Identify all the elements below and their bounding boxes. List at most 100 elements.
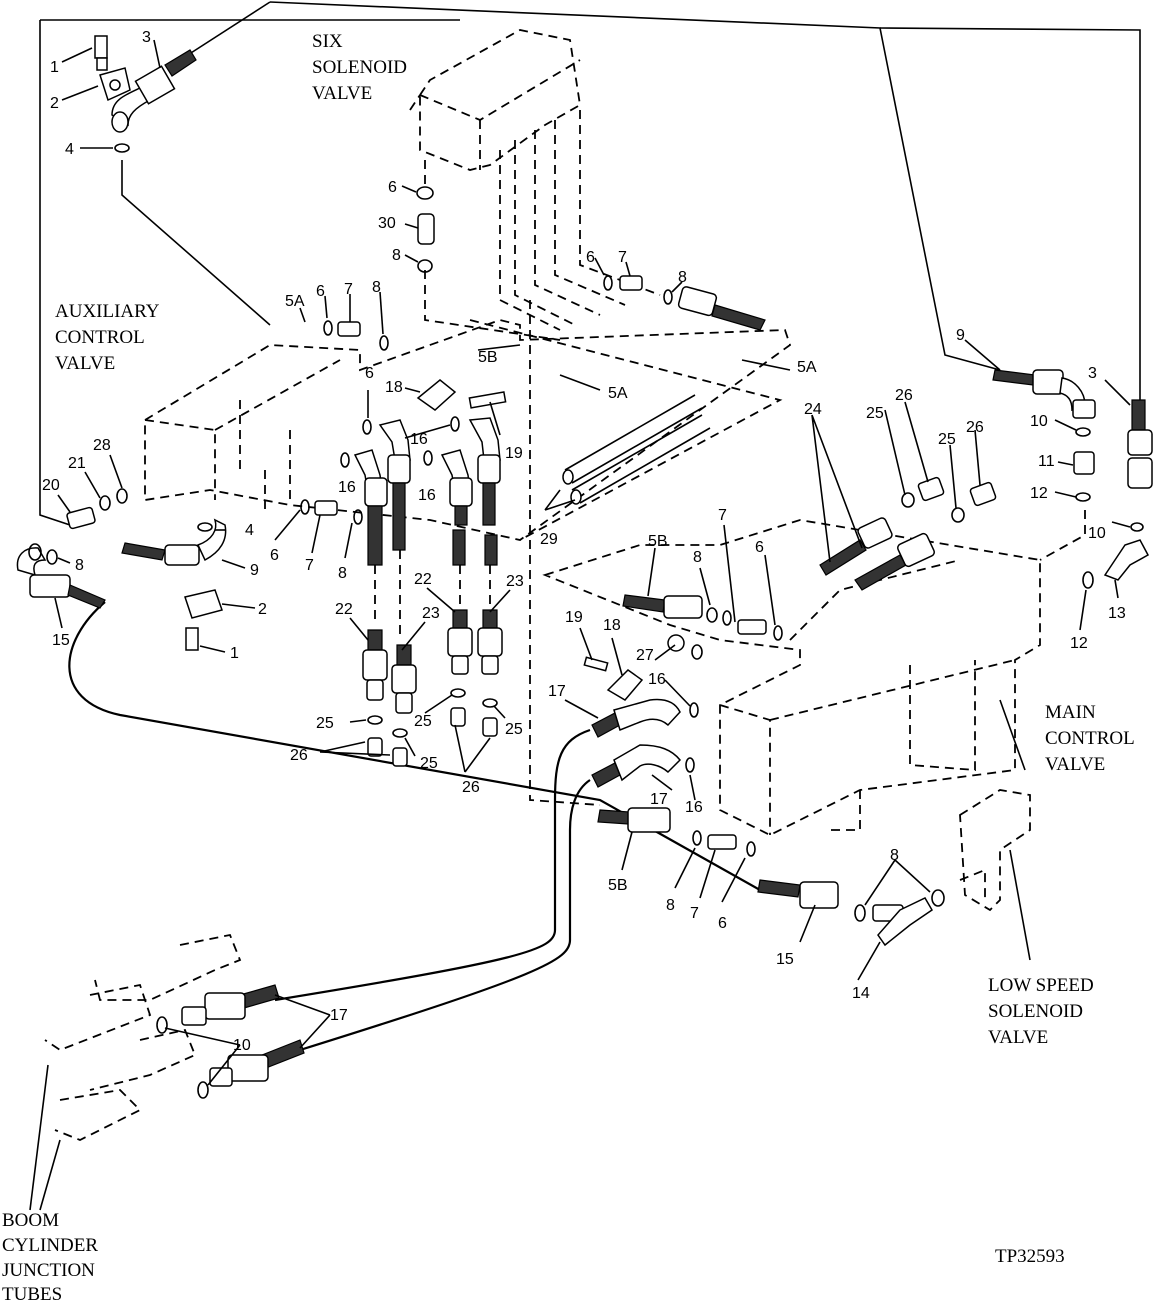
callout: 19 (505, 445, 523, 462)
parts-main-left-fittings (583, 594, 783, 857)
callout: 10 (1030, 413, 1048, 430)
callout: 8 (338, 565, 347, 582)
label-auxiliary: AUXILIARY (55, 301, 160, 322)
callout: 26 (895, 387, 913, 404)
callout: 6 (755, 539, 764, 556)
callout: 23 (506, 573, 524, 590)
label-low-speed: LOW SPEED (988, 975, 1094, 996)
label-valve: VALVE (1045, 754, 1105, 775)
boom-cylinder-junction-tubes (29, 933, 242, 1211)
callout: 16 (418, 487, 436, 504)
callout: 14 (852, 985, 870, 1002)
callout: 3 (142, 29, 151, 46)
callout: 4 (65, 141, 74, 158)
main-control-valve-body (542, 510, 1086, 837)
callout: 5B (478, 349, 498, 366)
callout: 23 (422, 605, 440, 622)
label-valve: VALVE (55, 353, 115, 374)
callout: 29 (540, 531, 558, 548)
callout: 16 (338, 479, 356, 496)
main-control-valve-label: MAIN CONTROL VALVE (1045, 702, 1135, 775)
callout: 27 (636, 647, 654, 664)
six-solenoid-valve-label: SIX SOLENOID VALVE (312, 31, 407, 104)
callout: 9 (250, 562, 259, 579)
callout: 7 (690, 905, 699, 922)
callout: 10 (233, 1037, 251, 1054)
callout: 9 (956, 327, 965, 344)
callout: 15 (52, 632, 70, 649)
callout: 6 (365, 365, 374, 382)
callout: 5A (608, 385, 628, 402)
callout: 20 (42, 477, 60, 494)
parts-top-left (94, 35, 197, 153)
parts-15-14 (757, 879, 945, 947)
callout: 5A (797, 359, 817, 376)
six-solenoid-valve-body (409, 29, 661, 806)
parts-tubes-29 (562, 394, 711, 505)
label-junction: JUNCTION (2, 1260, 95, 1281)
callout: 6 (270, 547, 279, 564)
callout: 17 (548, 683, 566, 700)
label-boom: BOOM (2, 1210, 59, 1231)
callout: 6 (718, 915, 727, 932)
parts-aux-fittings (16, 488, 363, 651)
callout-numbers: 1 2 3 4 6 30 8 6 7 8 5A 6 7 8 5B 5A 5A 1… (42, 29, 1126, 1054)
callout: 8 (678, 269, 687, 286)
callout: 25 (938, 431, 956, 448)
callout: 22 (414, 571, 432, 588)
callout: 5B (648, 533, 668, 550)
callout: 16 (685, 799, 703, 816)
callout: 25 (866, 405, 884, 422)
parts-six-solenoid-fittings (323, 186, 766, 351)
callout: 8 (392, 247, 401, 264)
callout: 24 (804, 401, 822, 418)
label-control: CONTROL (1045, 728, 1135, 749)
label-six: SIX (312, 31, 343, 52)
callout: 7 (344, 281, 353, 298)
callout: 22 (335, 601, 353, 618)
callout: 18 (603, 617, 621, 634)
callout: 8 (666, 897, 675, 914)
low-speed-solenoid-valve-label: LOW SPEED SOLENOID VALVE (988, 975, 1094, 1048)
parts-boom-fittings (156, 984, 305, 1099)
label-tubes: TUBES (2, 1284, 62, 1303)
label-control: CONTROL (55, 327, 145, 348)
callout: 25 (316, 715, 334, 732)
callout: 6 (316, 283, 325, 300)
label-solenoid: SOLENOID (988, 1001, 1083, 1022)
label-main: MAIN (1045, 702, 1096, 723)
callout: 13 (1108, 605, 1126, 622)
auxiliary-control-valve-body (144, 319, 792, 541)
callout: 26 (966, 419, 984, 436)
label-valve: VALVE (988, 1027, 1048, 1048)
callout: 21 (68, 455, 86, 472)
callout: 4 (245, 522, 254, 539)
callout: 25 (414, 713, 432, 730)
callout: 25 (505, 721, 523, 738)
callout: 25 (420, 755, 438, 772)
parts-aux-elbows (340, 379, 507, 640)
auxiliary-control-valve-label: AUXILIARY CONTROL VALVE (55, 301, 160, 374)
callout: 7 (618, 249, 627, 266)
callout: 19 (565, 609, 583, 626)
callout: 26 (462, 779, 480, 796)
leader-lines (54, 39, 1131, 1086)
parts-right-fittings (992, 369, 1153, 589)
callout: 18 (385, 379, 403, 396)
callout: 28 (93, 437, 111, 454)
callout: 10 (1088, 525, 1106, 542)
callout: 7 (305, 557, 314, 574)
callout: 16 (648, 671, 666, 688)
label-valve: VALVE (312, 83, 372, 104)
callout: 16 (410, 431, 428, 448)
callout: 12 (1070, 635, 1088, 652)
callout: 1 (50, 59, 59, 76)
parts-24-25-26 (819, 476, 997, 591)
callout: 1 (230, 645, 239, 662)
callout: 6 (388, 179, 397, 196)
callout: 26 (290, 747, 308, 764)
callout: 12 (1030, 485, 1048, 502)
callout: 5A (285, 293, 305, 310)
callout: 7 (718, 507, 727, 524)
